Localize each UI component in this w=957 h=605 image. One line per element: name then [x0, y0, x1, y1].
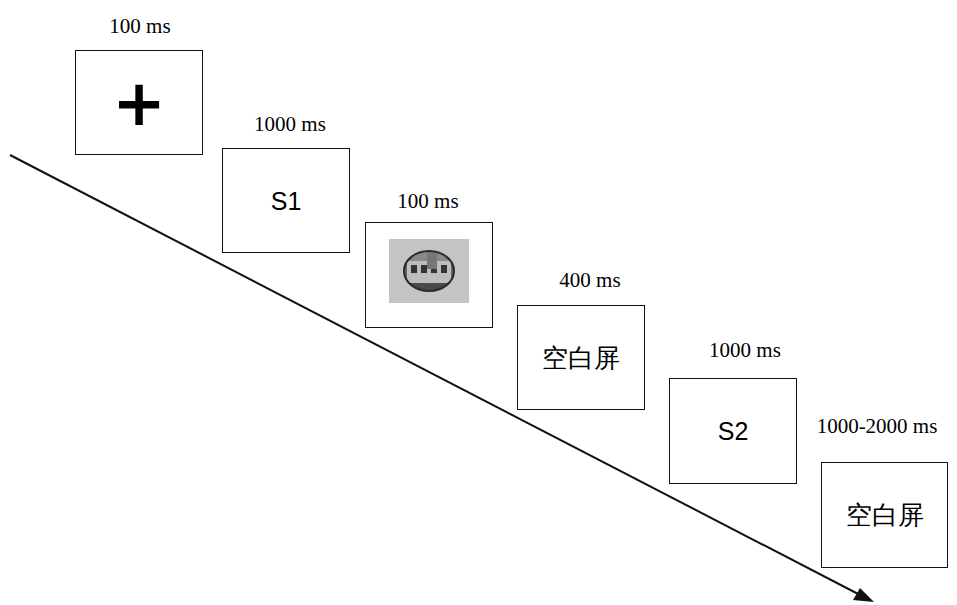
duration-label: 1000-2000 ms: [817, 414, 938, 439]
stimulus-screen: 空白屏1000-2000 ms: [821, 462, 948, 568]
stimulus-screen: +100 ms: [75, 50, 203, 155]
screen-frame: S1: [222, 148, 350, 253]
scene-picture: [389, 239, 469, 303]
screen-content: S1: [271, 186, 302, 215]
stimulus-screen: S21000 ms: [669, 378, 797, 484]
axis-arrowhead: [853, 588, 874, 602]
stimulus-screen: S11000 ms: [222, 148, 350, 253]
screen-frame: [365, 222, 493, 328]
screen-content: S2: [718, 417, 749, 446]
fixation-cross: +: [112, 71, 166, 135]
screen-content: 空白屏: [846, 498, 924, 533]
duration-label: 1000 ms: [254, 112, 326, 137]
stimulus-screen: 空白屏400 ms: [517, 305, 645, 410]
duration-label: 100 ms: [397, 189, 458, 214]
duration-label: 400 ms: [559, 268, 620, 293]
screen-frame: 空白屏: [821, 462, 948, 568]
axis-line: [10, 155, 862, 596]
duration-label: 100 ms: [109, 14, 170, 39]
screen-frame: S2: [669, 378, 797, 484]
screen-frame: +: [75, 50, 203, 155]
duration-label: 1000 ms: [709, 338, 781, 363]
stimulus-screen: 100 ms: [365, 222, 493, 328]
screen-frame: 空白屏: [517, 305, 645, 410]
screen-content: 空白屏: [542, 340, 620, 375]
